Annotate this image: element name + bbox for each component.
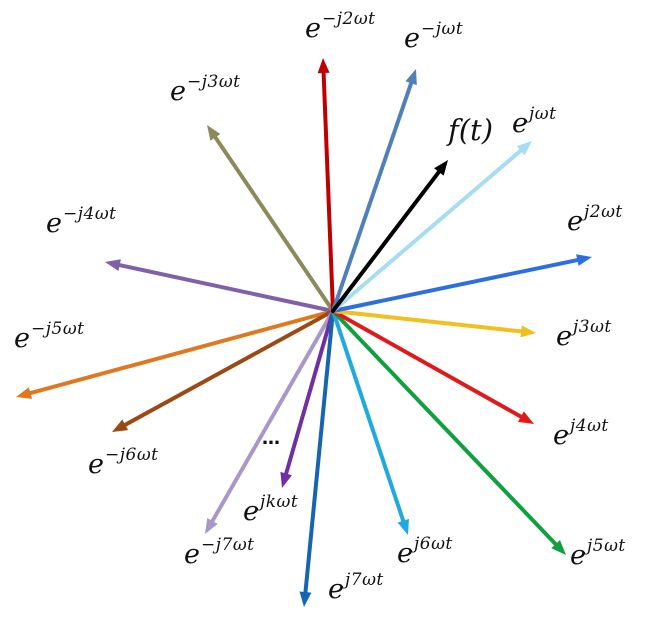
arrow-head-neg5 [16,387,33,399]
label-neg2: e−j2ωt [305,8,376,44]
arrow-shaft-neg1 [331,79,414,313]
arrow-head-neg3 [207,125,221,141]
arrow-shaft-neg5 [26,309,335,396]
arrow-shaft-pos2 [331,257,582,313]
arrow-shaft-neg4 [115,262,335,313]
label-pos4: ej4ωt [553,415,609,451]
arrow-pos5 [331,309,566,555]
arrow-shaft-neg2 [321,68,335,313]
arrow-pos3 [331,309,536,338]
arrow-pos7 [299,309,335,607]
arrow-neg6 [112,309,335,432]
arrow-posk [280,309,335,488]
arrow-head-pos1 [516,141,532,156]
label-pos6: ej6ωt [397,533,453,569]
arrow-shaft-neg7 [209,309,335,525]
label-neg7: e−j7ωt [184,534,255,570]
label-pos5: ej5ωt [570,535,626,571]
ellipsis-mark: … [262,428,280,449]
label-f: f(t) [448,113,494,147]
arrow-head-neg4 [105,259,121,272]
arrow-neg2 [317,58,335,313]
label-pos3: ej3ωt [556,316,612,352]
arrow-shaft-pos1 [331,147,525,313]
arrow-head-pos6 [397,518,409,535]
arrow-head-neg6 [112,419,129,432]
label-neg5: e−j5ωt [14,318,85,354]
arrow-pos4 [331,309,534,424]
label-neg3: e−j3ωt [170,71,241,107]
label-neg4: e−j4ωt [46,203,117,239]
arrow-shaft-neg6 [121,309,335,428]
arrow-shaft-pos3 [331,309,526,334]
arrow-head-f [434,160,448,176]
label-posk: ejkωt [243,491,299,527]
arrow-head-pos4 [517,411,534,424]
arrow-shaft-posk [283,309,335,478]
label-pos2: ej2ωt [567,201,623,237]
arrow-neg3 [207,125,335,313]
arrow-pos2 [331,254,592,313]
label-pos7: ej7ωt [328,569,384,605]
arrow-neg1 [331,69,417,313]
arrow-head-pos3 [520,325,536,338]
arrow-pos1 [331,141,532,313]
arrow-shaft-pos6 [331,309,406,525]
arrow-head-pos5 [551,540,566,555]
arrow-neg7 [205,309,335,534]
label-neg1: e−jωt [404,18,464,54]
arrow-head-pos7 [299,591,312,607]
label-neg6: e−j6ωt [88,444,159,480]
arrow-head-neg1 [405,69,417,86]
arrow-head-posk [280,471,292,488]
arrow-f [331,160,448,313]
arrow-neg5 [16,309,335,399]
arrow-shaft-pos4 [331,309,525,420]
arrow-shaft-pos7 [303,309,335,597]
label-pos1: ejωt [512,103,557,139]
arrow-head-neg7 [205,518,218,534]
arrow-shaft-pos5 [331,309,560,548]
arrow-head-pos2 [576,254,592,266]
arrow-neg4 [105,259,335,313]
arrow-shaft-f [331,168,443,313]
arrow-shaft-neg3 [212,133,335,313]
arrow-head-neg2 [317,58,330,74]
arrow-pos6 [331,309,409,535]
